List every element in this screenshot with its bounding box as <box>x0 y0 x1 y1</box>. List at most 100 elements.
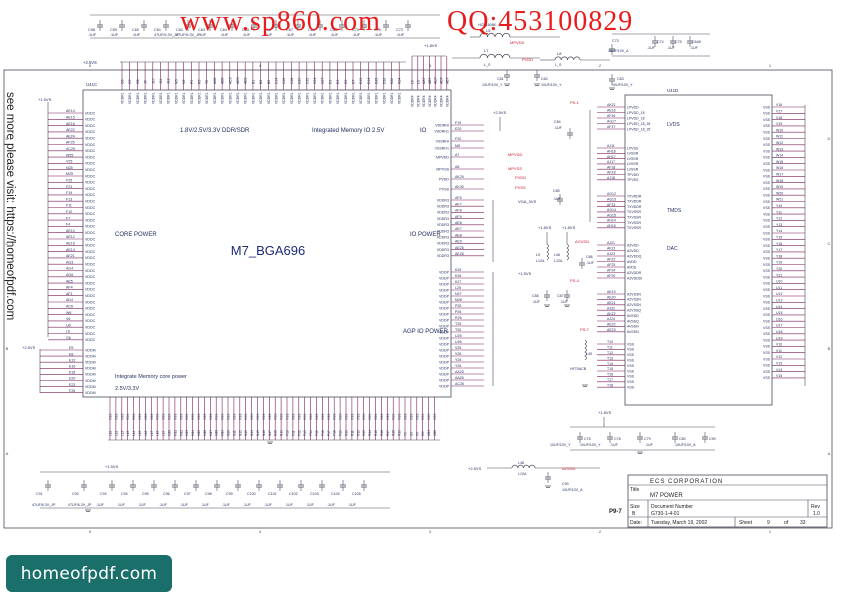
pin-label: VSS <box>763 225 771 229</box>
section-label: 2.5V/3.3V <box>115 386 139 392</box>
cap-ref: C98 <box>205 492 212 496</box>
pin-ball: J10 <box>151 78 155 84</box>
pin-ball: A7 <box>455 153 459 157</box>
pin-label: VSS <box>256 414 260 420</box>
pin-ball: D26 <box>382 78 386 84</box>
net-label-ps7: PS-7 <box>580 327 590 332</box>
ic-u41d-ref: U41D <box>667 88 678 93</box>
cap-ref: C105 <box>352 492 361 496</box>
pin-label: VDDRHI <box>435 123 449 127</box>
pin-ball: U19 <box>776 336 782 340</box>
pin-ball: AC6 <box>66 305 73 309</box>
pin-ball: R25 <box>455 316 462 320</box>
pin-label: VDDR4 <box>440 95 444 107</box>
pin-ball: AK30 <box>455 185 464 189</box>
homeofpdf-logo[interactable]: homeofpdf.com <box>6 555 172 592</box>
pin-ball: F25 <box>66 179 72 183</box>
ic-part-name: M7_BGA696 <box>231 243 305 258</box>
pin-ball: N15 <box>256 430 260 436</box>
pin-ball: L13 <box>126 430 130 436</box>
pin-ball: AH17 <box>607 155 616 159</box>
pin-ball: U11 <box>776 286 782 290</box>
pin-label: VSS <box>138 414 142 420</box>
pin-label: VSS <box>627 380 635 384</box>
pin-ball: E12 <box>69 358 75 362</box>
pin-label: LVSSR <box>627 157 639 161</box>
inductor-ref: L7 <box>484 48 489 53</box>
pin-label: VSS <box>763 149 771 153</box>
pin-label: VDDP <box>439 288 450 292</box>
pin-ball: B3 <box>259 80 263 84</box>
cap-value: 10UF/10V_Y <box>580 443 601 447</box>
pin-label: VDDC <box>85 137 96 141</box>
frame-col-label: 5 <box>89 529 92 534</box>
pin-label: VSS <box>409 414 413 420</box>
tb-sheet-label: Sheet <box>739 520 752 526</box>
pin-label: VDDP <box>439 360 450 364</box>
pin-ball: K25 <box>455 268 461 272</box>
net-label-1v5: +1.5VS <box>38 97 52 102</box>
cap-value: .1UF <box>159 503 168 507</box>
cap-ref: C58 <box>88 28 95 32</box>
pin-label: LPVDD_18_25 <box>627 122 650 126</box>
pin-label: VSS <box>280 414 284 420</box>
cap-value: 10UF/10V_A <box>675 443 696 447</box>
pin-label: VDDR1 <box>182 92 186 104</box>
pin-ball: C24 <box>313 78 317 84</box>
pin-label: VDDP <box>439 336 450 340</box>
pin-label: VSS <box>244 414 248 420</box>
cap-value: 10UF/10V_Y <box>612 83 633 87</box>
net-label-2v5: +2.5VS <box>83 60 97 65</box>
pin-ball: U17 <box>776 324 782 328</box>
pin-ball: AG13 <box>607 198 616 202</box>
pin-ball: V15 <box>776 374 782 378</box>
pin-ball: AE7 <box>445 77 449 84</box>
pin-label: LPVDD_18 <box>627 116 645 120</box>
pin-ball: T16 <box>607 373 613 377</box>
pin-ball: L10 <box>109 430 113 436</box>
pin-label: VSS <box>763 181 771 185</box>
tb-size: B <box>632 511 635 517</box>
pin-label: VDDR1 <box>136 92 140 104</box>
pin-label: VDDM <box>85 367 96 371</box>
label: C84 <box>554 120 561 124</box>
pin-label: VDDC <box>85 130 96 134</box>
pin-ball: M10 <box>168 430 172 436</box>
pin-label: VDDC <box>85 263 96 267</box>
pin-ball: M14 <box>191 430 195 436</box>
pin-label: VDDC <box>85 168 96 172</box>
pin-ball: AB6 <box>433 430 437 436</box>
pin-label: VSS <box>345 414 349 420</box>
pin-ball: F11 <box>66 204 72 208</box>
cap-ref: C95 <box>142 492 149 496</box>
pin-ball: Y12 <box>776 217 782 221</box>
net-label-1v8: +1.8VS <box>562 225 576 230</box>
pin-ball: N12 <box>238 430 242 436</box>
pin-label: VDDC <box>85 281 96 285</box>
pin-ball: AJ23 <box>607 252 615 256</box>
pin-label: VDDR1 <box>359 92 363 104</box>
pin-label: LPVDD_18_25 <box>627 127 650 131</box>
pin-label: VSS <box>126 414 130 420</box>
pin-label: VDDP <box>439 330 450 334</box>
pin-ball: AB5 <box>221 77 225 84</box>
net-label-1v8: +1.8VS <box>538 225 552 230</box>
pin-ball: Y18 <box>776 254 782 258</box>
pin-ball: F23 <box>66 185 72 189</box>
cap-value: 10UF/10V_A <box>608 49 629 53</box>
pin-label: VDDC <box>85 118 96 122</box>
pin-label: VSS <box>763 307 771 311</box>
pin-label: VDDP <box>439 342 450 346</box>
pin-ball: R11 <box>350 430 354 436</box>
pin-label: VSS <box>763 250 771 254</box>
pin-ball: R10 <box>345 430 349 436</box>
pin-label: PVSS <box>439 187 449 191</box>
pin-ball: AF22 <box>607 258 615 262</box>
cap-value: .1UF <box>532 300 541 304</box>
pin-label: A2VDDDI <box>627 276 642 280</box>
pin-ball: Y16 <box>776 242 782 246</box>
pin-ball: E23 <box>69 383 75 387</box>
pin-label: VDDR1 <box>174 92 178 104</box>
label: C88 <box>532 294 539 298</box>
cap-value: .1UF <box>243 503 252 507</box>
